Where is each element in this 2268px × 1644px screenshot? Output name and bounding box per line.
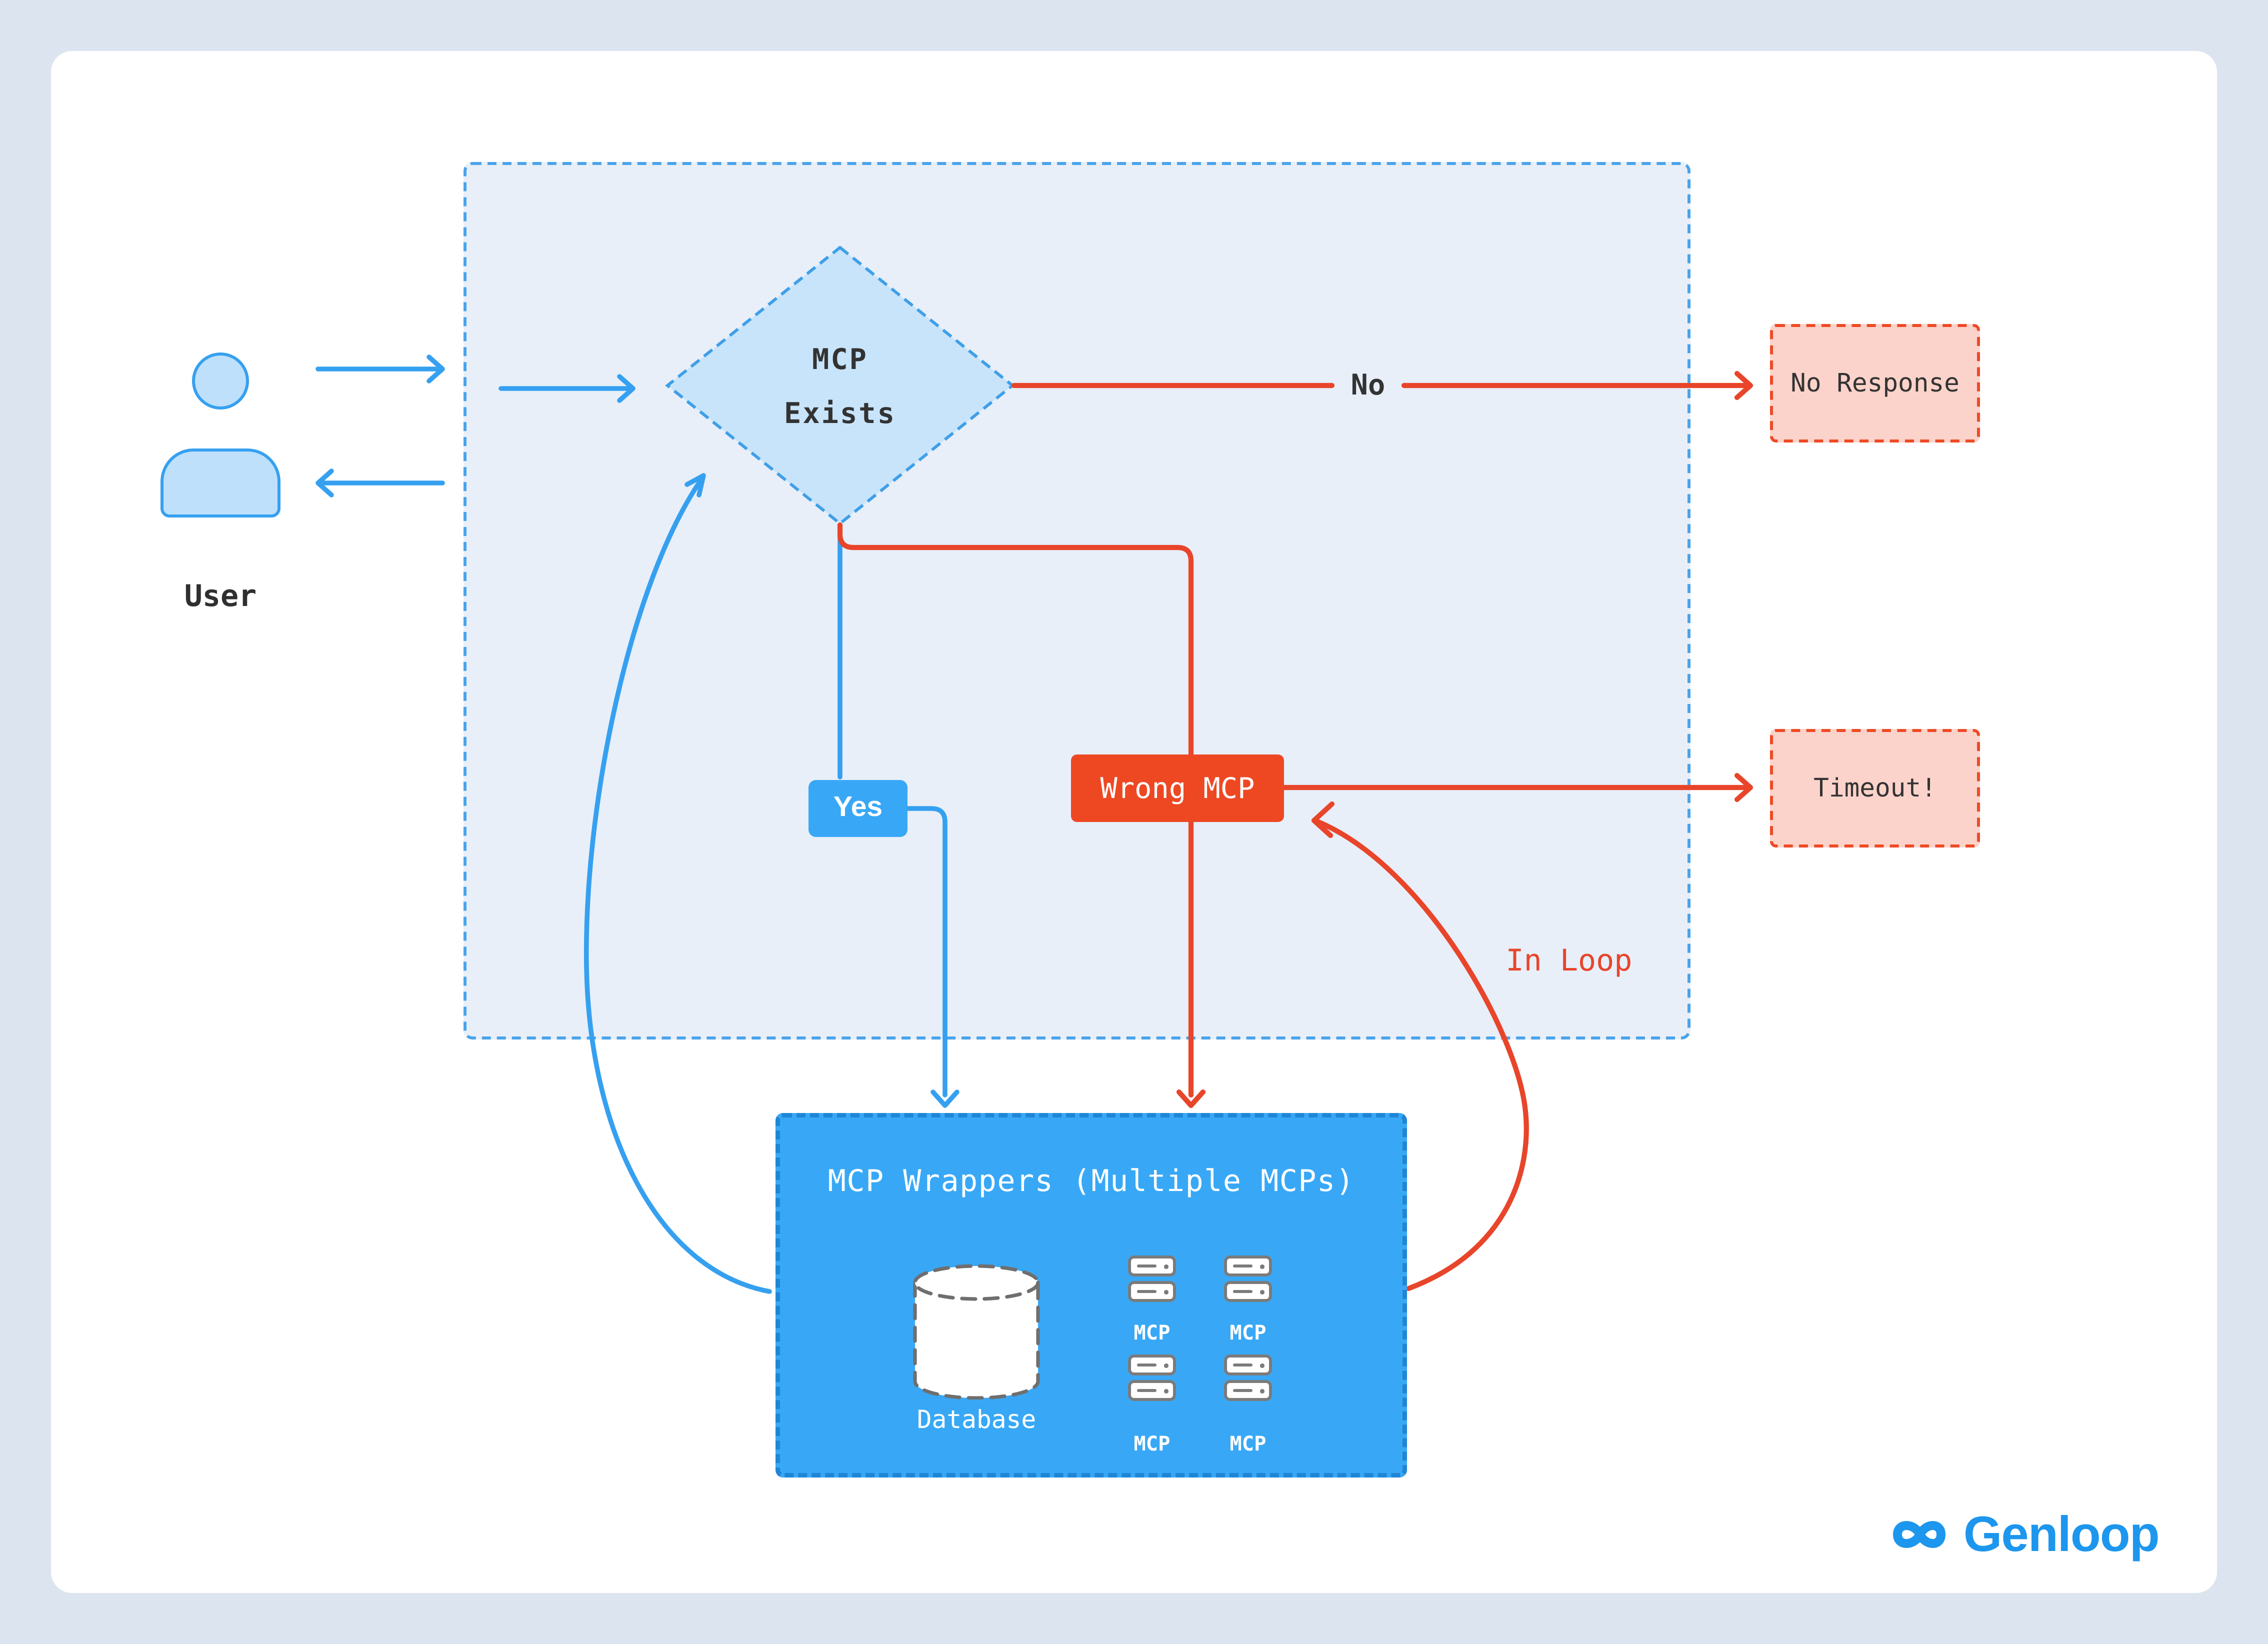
yes-node-label: Yes	[833, 792, 883, 824]
infinity-icon	[1892, 1520, 1946, 1548]
timeout-node: Timeout!	[1770, 729, 1980, 848]
server-icon	[1224, 1281, 1272, 1302]
server-label: MCP	[1230, 1322, 1266, 1346]
decision-label-line1: MCP	[812, 344, 868, 376]
server-label: MCP	[1230, 1432, 1266, 1456]
yes-node: Yes	[808, 780, 908, 837]
brand-name: Genloop	[1964, 1506, 2160, 1562]
mcp-wrappers-title: MCP Wrappers (Multiple MCPs)	[828, 1162, 1355, 1198]
brand-logo: Genloop	[1884, 1506, 2160, 1562]
in-loop-label: In Loop	[1506, 942, 1632, 978]
agent-boundary-container	[464, 162, 1690, 1040]
decision-label-line2: Exists	[784, 398, 896, 430]
wrong-mcp-node: Wrong MCP	[1071, 754, 1284, 822]
server-icon	[1128, 1354, 1176, 1375]
database-label: Database	[916, 1406, 1036, 1434]
no-response-node: No Response	[1770, 324, 1980, 442]
person-icon	[192, 352, 249, 410]
server-label: MCP	[1134, 1322, 1170, 1346]
database-icon	[913, 1264, 1040, 1400]
mcp-wrappers-node: MCP Wrappers (Multiple MCPs) Database MC…	[776, 1113, 1407, 1478]
server-icon	[1128, 1380, 1176, 1400]
server-icon	[1128, 1281, 1176, 1302]
server-icon	[1224, 1256, 1272, 1276]
server-icon	[1224, 1354, 1272, 1375]
user-label: User	[184, 578, 257, 614]
no-response-label: No Response	[1790, 368, 1960, 398]
wrong-mcp-label: Wrong MCP	[1100, 772, 1255, 805]
server-icon	[1224, 1380, 1272, 1400]
edge-label-no: No	[1350, 369, 1386, 402]
server-label: MCP	[1134, 1432, 1170, 1456]
person-icon-body	[160, 448, 280, 518]
timeout-label: Timeout!	[1814, 773, 1936, 804]
server-icon	[1128, 1256, 1176, 1276]
